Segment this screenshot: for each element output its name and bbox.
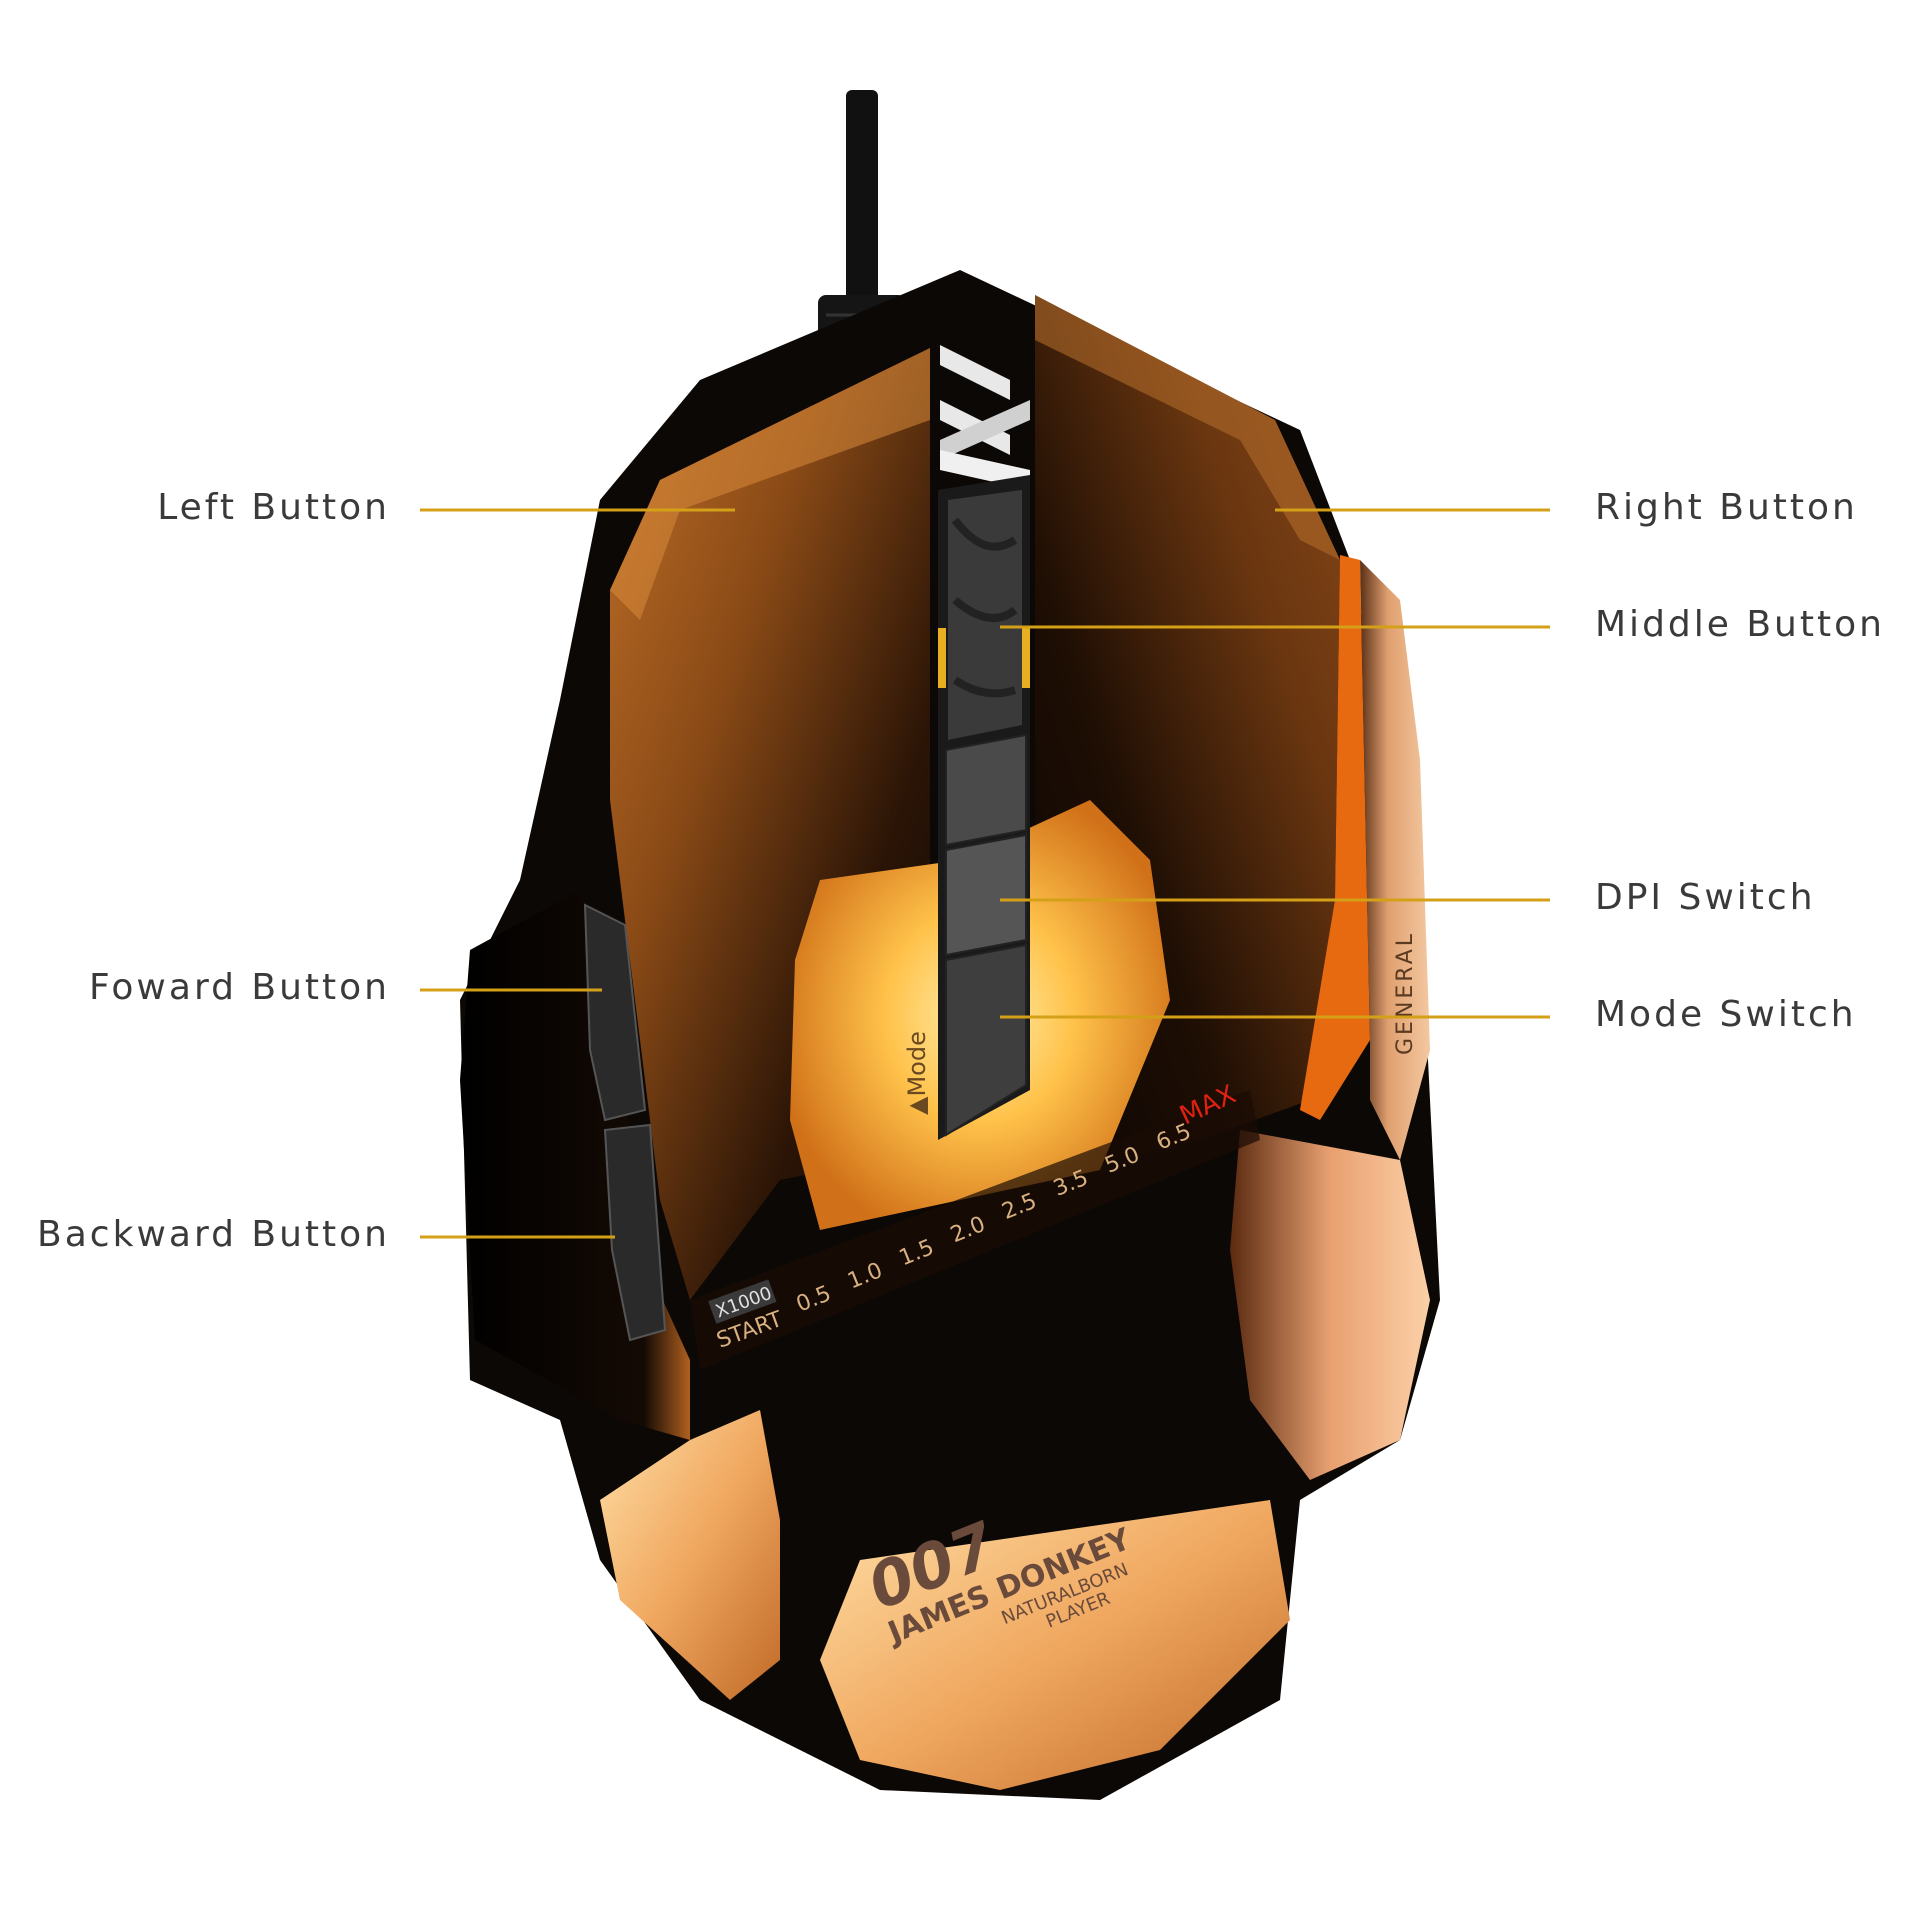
callout-mode-switch: Mode Switch	[1595, 994, 1857, 1035]
forward-button[interactable]	[583, 903, 647, 1122]
dpi-scale-band	[690, 1090, 1260, 1370]
right-side-panel	[1360, 560, 1430, 1160]
wheel-indicator-left	[938, 628, 946, 688]
callout-dpi-switch: DPI Switch	[1595, 877, 1816, 918]
mode-switch-key[interactable]	[945, 943, 1027, 1137]
wheel-indicator-right	[1022, 628, 1030, 688]
side-brand-text: GENERAL	[1393, 931, 1418, 1055]
mode-label: ▲Mode	[903, 1031, 931, 1115]
side-buttons	[583, 903, 667, 1342]
callout-right-button: Right Button	[1595, 487, 1858, 528]
callout-middle-button: Middle Button	[1595, 604, 1885, 645]
lower-right-panel	[1230, 1130, 1430, 1480]
palm-rest	[820, 1500, 1290, 1790]
lower-left-panel	[600, 1410, 780, 1700]
right-side-accent	[1300, 555, 1370, 1120]
callout-forward-button: Foward Button	[88, 967, 390, 1008]
leader-lines	[420, 508, 1550, 1239]
callout-left-button: Left Button	[157, 487, 390, 528]
dpi-switch-key-2[interactable]	[945, 833, 1027, 957]
dpi-switch-key[interactable]	[945, 733, 1027, 847]
callout-backward-button: Backward Button	[37, 1214, 390, 1255]
backward-button[interactable]	[603, 1123, 667, 1342]
